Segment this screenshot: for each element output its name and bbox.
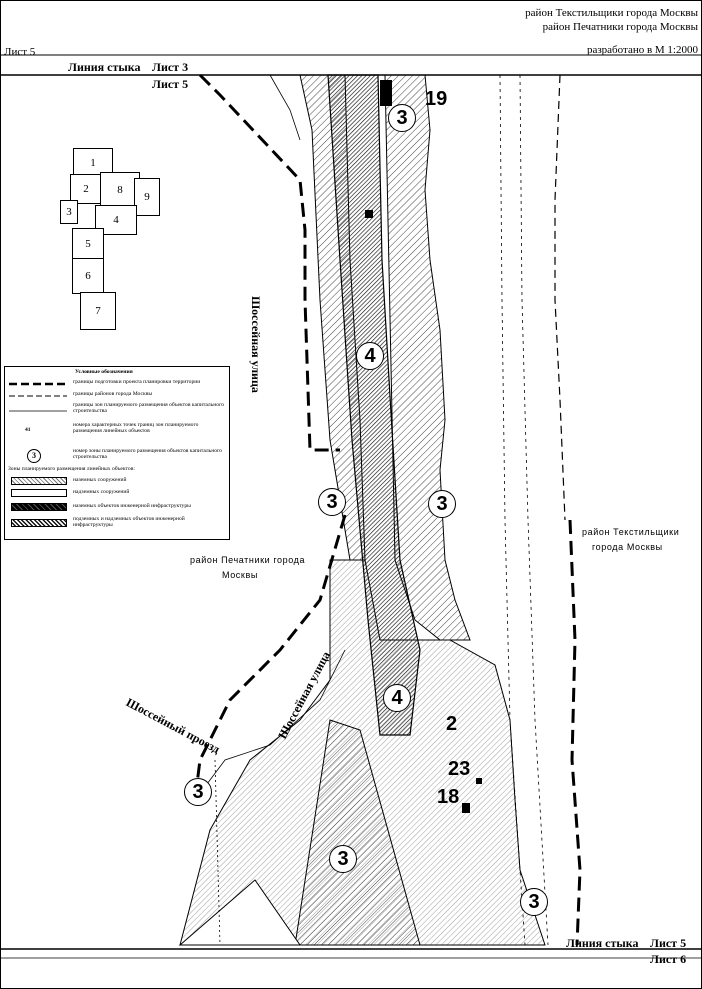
- key-sheet-4: 4: [95, 205, 137, 235]
- district-label-textilshchiki-2: города Москвы: [592, 542, 663, 552]
- district-label-textilshchiki-1: район Текстильщики: [582, 527, 680, 537]
- zone-number-2: 2: [446, 713, 458, 735]
- key-sheet-5: 5: [72, 228, 104, 260]
- zone-number-3-right: 3: [428, 490, 456, 518]
- legend-zones-heading: Зоны планируемого размещения линейных об…: [8, 466, 135, 472]
- zone-number-4-lower: 4: [383, 684, 411, 712]
- legend-zone-ground: наземных сооружений: [73, 477, 127, 483]
- bottom-join-sheet-above: Лист 5: [650, 936, 687, 950]
- legend-item-points: номера характерных точек границ зон план…: [73, 422, 199, 434]
- key-sheet-8: 8: [100, 172, 140, 208]
- legend: Условные обозначения границы подготовки …: [4, 366, 230, 540]
- zone-number-3-top: 3: [388, 104, 416, 132]
- zone-number-3-southeast: 3: [520, 888, 548, 916]
- key-sheet-7: 7: [80, 292, 116, 330]
- legend-zone-engineering: наземных объектов инженерной инфраструкт…: [73, 503, 191, 509]
- zone-number-4-upper: 4: [356, 342, 384, 370]
- engineering-object-19: [380, 80, 392, 106]
- key-sheet-1: 1: [73, 148, 113, 178]
- district-title-pechatniki: район Печатники города Москвы: [542, 21, 698, 33]
- scale-label: разработано в М 1:2000: [586, 44, 698, 56]
- legend-zone-above-ground: надземных сооружений: [73, 489, 130, 495]
- bottom-join-sheet-below: Лист 6: [650, 952, 687, 966]
- legend-item-project-boundary: границы подготовки проекта планировки те…: [73, 379, 201, 385]
- zone-3-corridor-right: [384, 74, 471, 641]
- key-sheet-3: 3: [60, 200, 78, 224]
- legend-item-zone-boundary: границы зон планируемого размещения объе…: [73, 402, 225, 414]
- zone-4-corridor: [327, 74, 421, 736]
- legend-item-district-boundary: границы районов города Москвы: [73, 391, 153, 397]
- project-boundary-west: [193, 514, 347, 801]
- top-join-sheet-below: Лист 5: [152, 77, 189, 91]
- legend-zone-example: 3: [27, 449, 41, 463]
- project-boundary-north: [198, 73, 340, 452]
- engineering-object-23: [476, 778, 482, 784]
- zone-number-23: 23: [448, 758, 471, 780]
- key-sheet-6: 6: [72, 258, 104, 294]
- engineering-object-18: [462, 803, 470, 813]
- key-sheet-2: 2: [70, 174, 102, 204]
- street-label-shosseynaya-north: Шоссейная улица: [249, 296, 263, 393]
- project-boundary-east: [568, 519, 582, 946]
- zone-number-3-left: 3: [318, 488, 346, 516]
- district-title-textilshchiki: район Текстильщики города Москвы: [525, 7, 698, 19]
- bottom-join-label: Линия стыка: [566, 936, 639, 950]
- district-boundary: [554, 74, 566, 521]
- legend-item-zone-number: номер зоны планируемого размещения объек…: [73, 448, 222, 460]
- sheet-label: Лист 5: [4, 46, 36, 58]
- zone-number-3-west: 3: [184, 778, 212, 806]
- zone-number-3-center: 3: [329, 845, 357, 873]
- top-join-label: Линия стыка: [68, 60, 141, 74]
- legend-title: Условные обозначения: [75, 369, 133, 375]
- zone-number-19: 19: [425, 88, 448, 110]
- top-join-sheet-above: Лист 3: [152, 60, 189, 74]
- zone-number-18: 18: [437, 786, 460, 808]
- zone-3-triangle: [294, 719, 421, 946]
- key-sheet-9: 9: [134, 178, 160, 216]
- district-label-pechatniki-2: Москвы: [222, 570, 258, 580]
- legend-zone-underground: подземных и надземных объектов инженерно…: [73, 516, 185, 528]
- district-label-pechatniki-1: район Печатники города: [190, 555, 306, 565]
- legend-point-example: 41: [25, 427, 31, 433]
